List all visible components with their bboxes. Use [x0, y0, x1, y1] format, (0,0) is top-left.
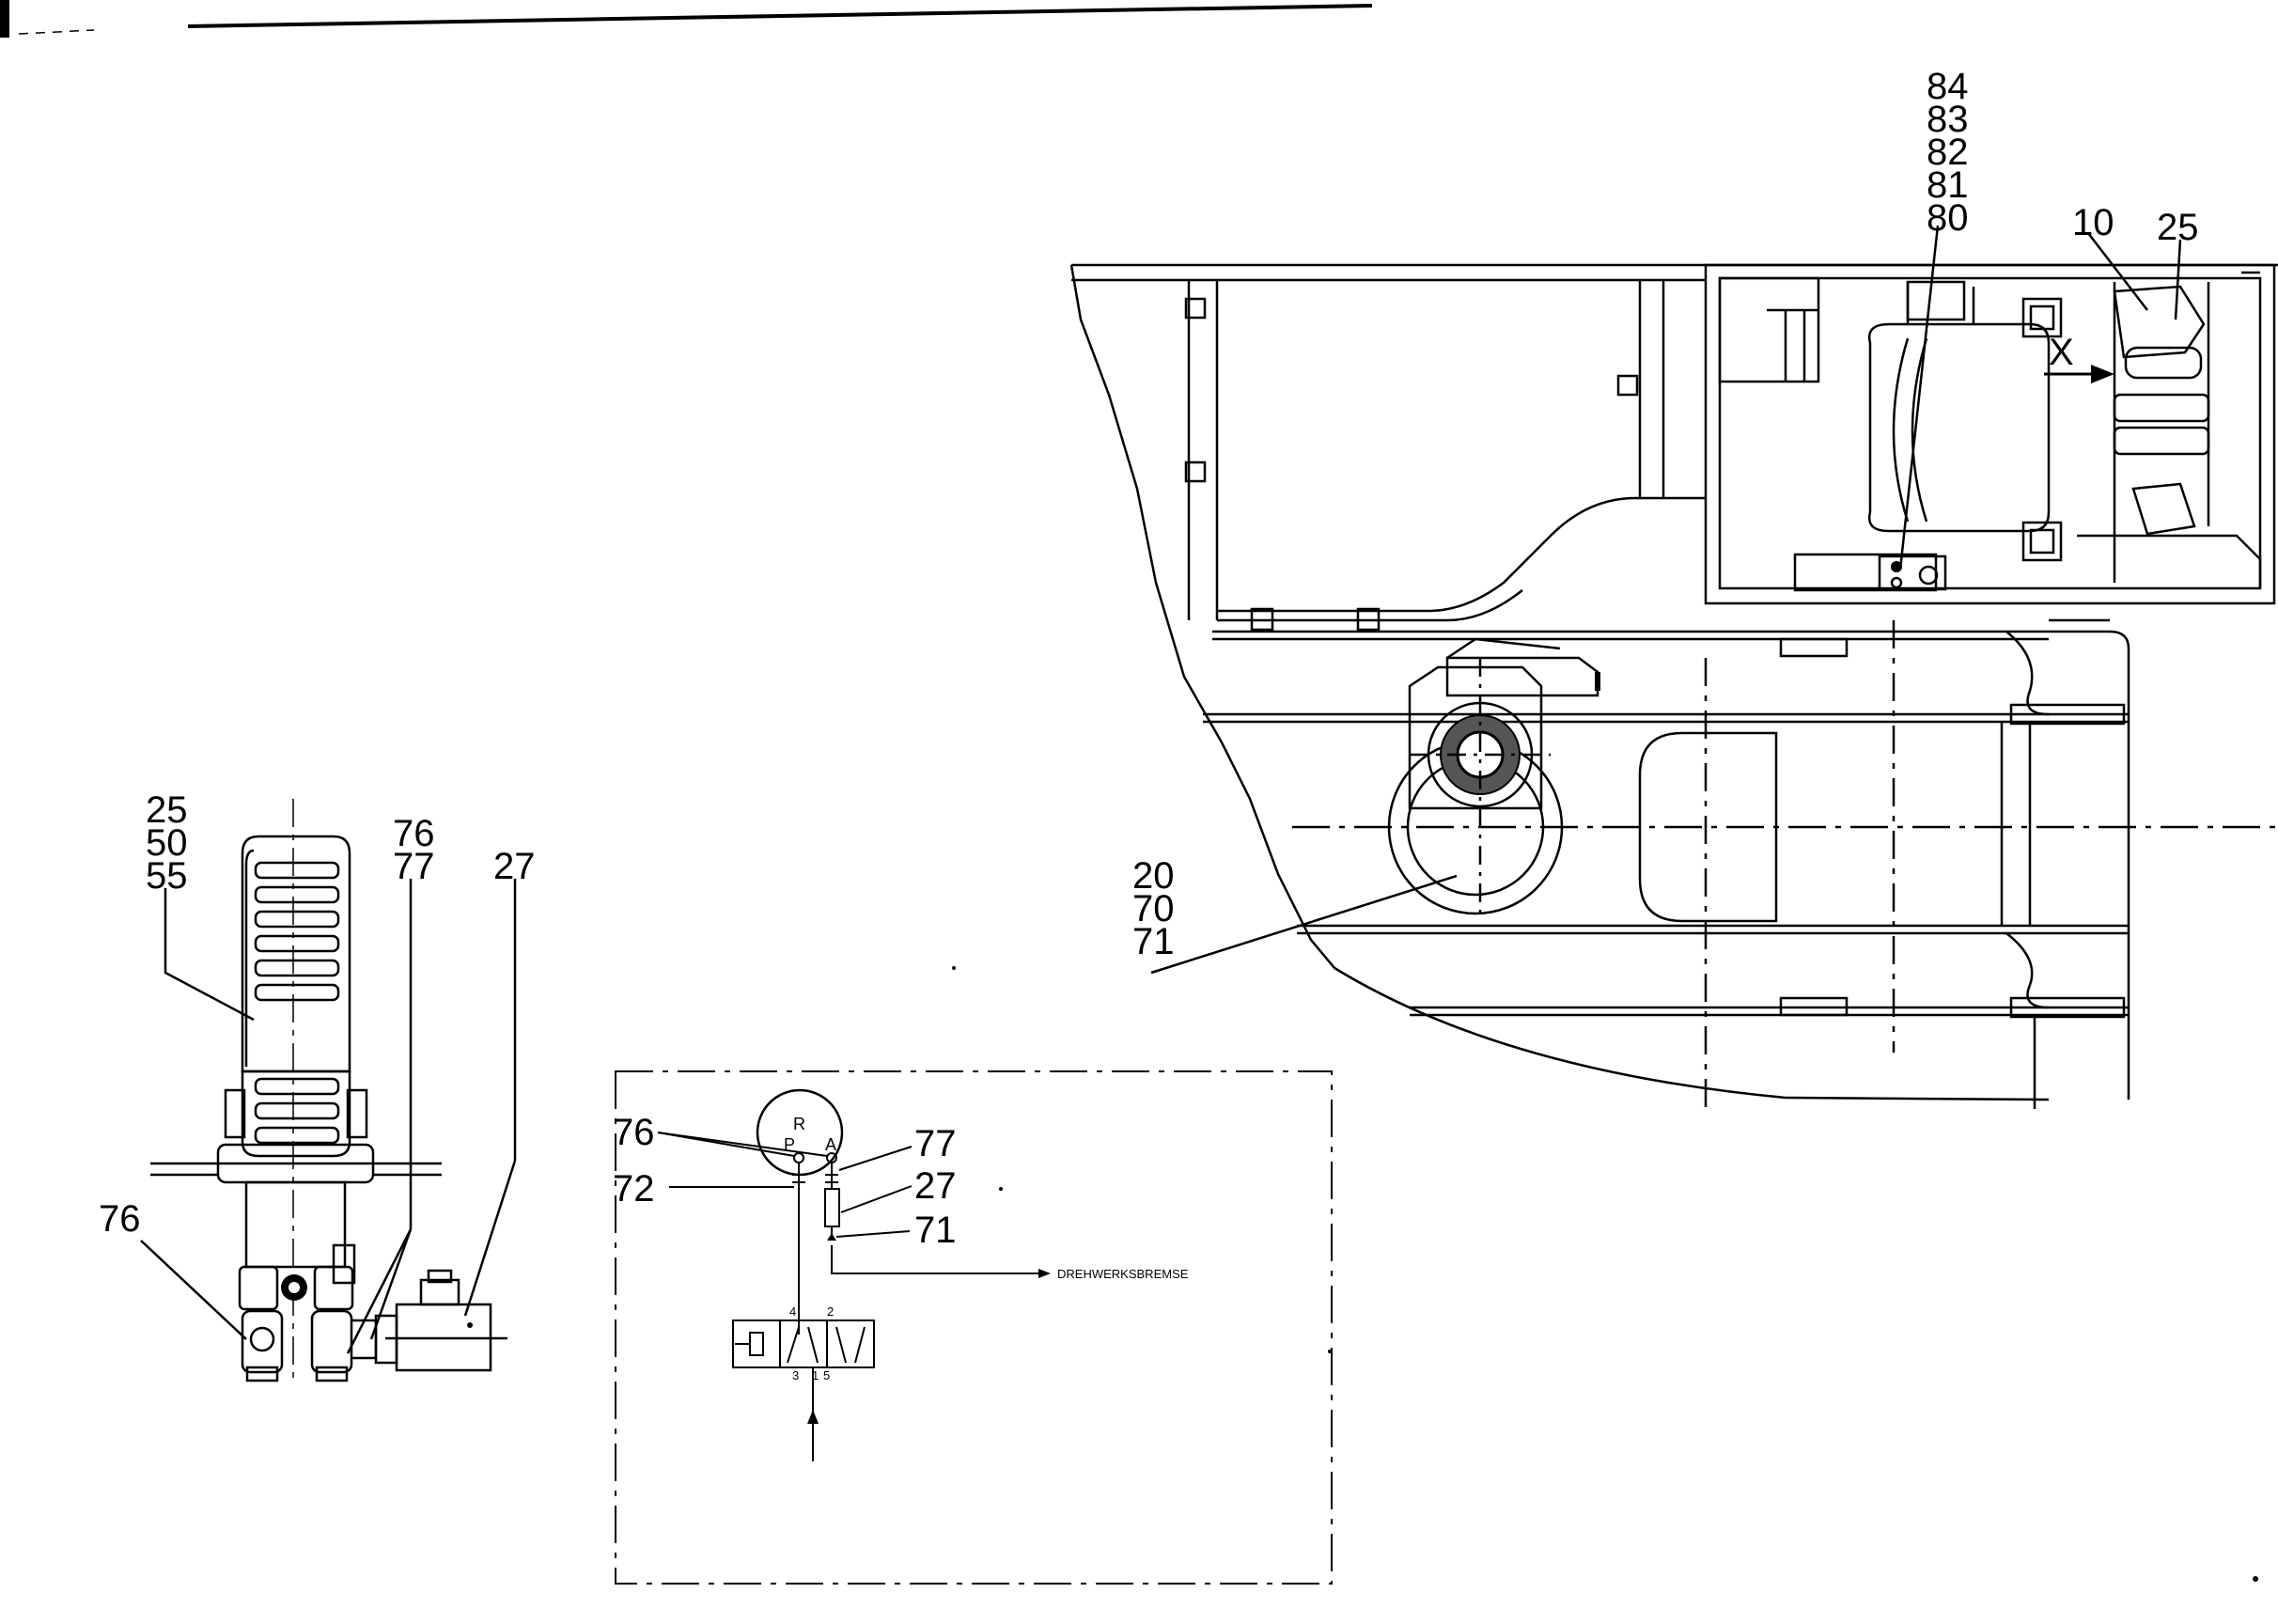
brake-pedal-valve — [150, 799, 507, 1382]
cabin-pedal — [2113, 282, 2210, 583]
label-84: 84 — [1927, 66, 1969, 107]
label-25: 25 — [2157, 207, 2199, 248]
operator-seat — [1867, 280, 2051, 533]
label-P: P — [784, 1135, 795, 1154]
label-71: 71 — [1132, 921, 1175, 962]
label-20: 20 — [1132, 855, 1175, 897]
label-schem-77: 77 — [914, 1123, 957, 1164]
view-arrow-x: X — [2044, 332, 2114, 383]
label-pedal-76-low: 76 — [99, 1198, 141, 1240]
label-pedal-27: 27 — [493, 846, 536, 887]
label-pedal-50: 50 — [146, 822, 188, 864]
label-R: R — [793, 1115, 805, 1133]
label-schem-71: 71 — [914, 1210, 957, 1251]
port-3: 3 — [792, 1368, 799, 1382]
label-82: 82 — [1927, 132, 1969, 173]
machine-labels: 84 83 82 81 80 10 25 20 70 71 — [1132, 66, 2199, 962]
label-A: A — [825, 1135, 836, 1154]
label-pedal-55: 55 — [146, 855, 188, 897]
leader-lines-pedal — [140, 879, 517, 1354]
port-4: 4 — [789, 1304, 796, 1319]
label-10: 10 — [2072, 202, 2114, 243]
label-pedal-25: 25 — [146, 789, 188, 831]
top-border-line — [0, 0, 1373, 38]
port-5: 5 — [823, 1368, 830, 1382]
label-81: 81 — [1927, 164, 1969, 206]
machine-frame-view — [1069, 263, 2278, 1109]
label-schem-27: 27 — [914, 1165, 957, 1207]
operator-cabin — [1704, 263, 2276, 605]
port-2: 2 — [827, 1304, 834, 1319]
label-drehwerksbremse: DREHWERKSBREMSE — [1057, 1267, 1189, 1281]
port-1: 1 — [812, 1368, 819, 1382]
pedal-labels: 25 50 55 76 77 27 76 — [99, 789, 536, 1240]
directional-valve: 4 2 3 1 5 — [732, 1304, 875, 1382]
label-pedal-77: 77 — [393, 846, 435, 887]
leader-lines-machine — [1150, 225, 2182, 975]
label-schem-72: 72 — [613, 1168, 655, 1210]
arrow-x-label: X — [2049, 332, 2074, 373]
pneumatic-schematic: R P A DREHWERKSBREMSE 4 2 — [613, 1070, 1333, 1585]
label-schem-76: 76 — [613, 1112, 655, 1153]
label-70: 70 — [1132, 888, 1175, 929]
scan-specks — [952, 966, 2258, 1582]
swing-brake-assembly — [1387, 637, 1600, 921]
label-83: 83 — [1927, 99, 1969, 140]
label-80: 80 — [1927, 197, 1969, 239]
label-pedal-76: 76 — [393, 813, 435, 854]
pedal-ribs — [254, 861, 340, 1145]
